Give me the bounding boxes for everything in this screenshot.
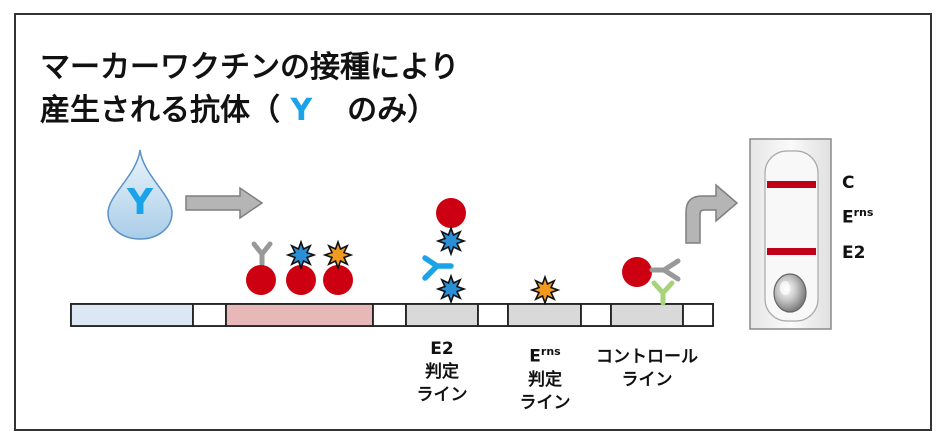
antigen-bead bbox=[286, 265, 316, 295]
green-antibody-icon bbox=[651, 280, 675, 306]
cassette-label-e2: E2 bbox=[842, 243, 866, 263]
antigen-bead bbox=[622, 257, 652, 287]
conjugate-beads bbox=[246, 241, 353, 295]
diagram-frame bbox=[14, 13, 932, 431]
control-sub: ライン bbox=[621, 370, 673, 390]
flow-arrow-icon bbox=[185, 186, 264, 220]
control-line-label: コントロール ライン bbox=[572, 346, 722, 392]
e2-complex bbox=[422, 198, 466, 281]
erns-sub2: ライン bbox=[519, 392, 571, 413]
control-complex bbox=[622, 257, 681, 306]
heading-line2-suffix: のみ） bbox=[347, 93, 438, 128]
epitope-star-icon bbox=[322, 239, 354, 271]
epitope-star-icon bbox=[529, 274, 561, 306]
control-label: コントロール bbox=[596, 347, 698, 367]
gray-antibody-icon bbox=[251, 241, 273, 267]
erns-sup: rns bbox=[540, 345, 561, 358]
erns-line-label: Erns 判定 ライン bbox=[512, 340, 578, 415]
test-strip bbox=[70, 303, 714, 327]
cassette-label-c: C bbox=[842, 173, 855, 193]
e2-line-label: E2 判定 ライン bbox=[412, 338, 472, 407]
epitope-star-icon bbox=[435, 225, 467, 257]
heading-line2-prefix: 産生される抗体（ bbox=[40, 93, 280, 128]
test-cassette bbox=[749, 138, 832, 330]
drop-antibody-icon: Y bbox=[126, 182, 154, 223]
erns-sub1: 判定 bbox=[528, 369, 562, 390]
blue-antibody-icon bbox=[422, 255, 454, 281]
heading-line1: マーカーワクチンの接種により bbox=[40, 50, 460, 85]
gray-antibody-icon bbox=[649, 258, 681, 282]
antigen-bead bbox=[436, 198, 466, 228]
erns-label: Erns bbox=[529, 345, 561, 367]
e2-sub1: 判定 bbox=[425, 362, 459, 382]
antibody-y-glyph: Y bbox=[290, 93, 313, 128]
cassette-label-erns: Erns bbox=[842, 206, 874, 228]
e2-result-line bbox=[767, 248, 816, 255]
result-window bbox=[764, 150, 819, 322]
antigen-bead bbox=[323, 265, 353, 295]
antigen-bead bbox=[246, 265, 276, 295]
sample-drop bbox=[107, 149, 173, 240]
e2-label: E2 bbox=[430, 339, 454, 359]
result-arrow-icon bbox=[685, 183, 739, 244]
control-result-line bbox=[767, 181, 816, 188]
epitope-star-icon bbox=[285, 239, 317, 271]
heading-line2: 産生される抗体（ Y のみ） bbox=[40, 93, 437, 129]
epitope-star-icon bbox=[435, 273, 467, 305]
e2-sub2: ライン bbox=[416, 385, 468, 405]
